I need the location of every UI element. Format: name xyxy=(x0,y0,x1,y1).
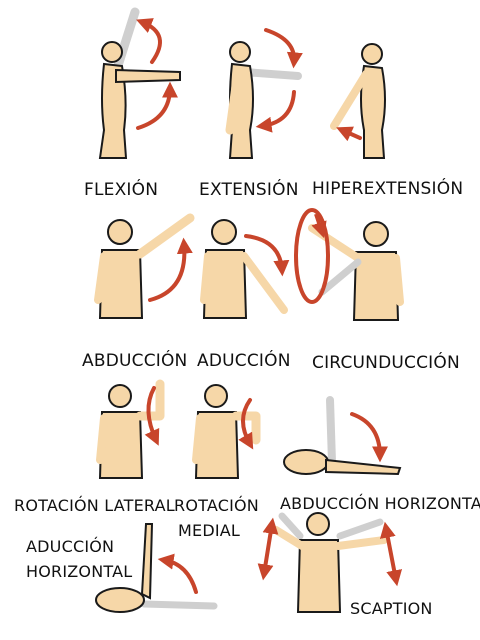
label-aduccion-horizontal-line1: ADUCCIÓN xyxy=(26,537,115,556)
label-extension: EXTENSIÓN xyxy=(199,180,299,200)
circunduccion-figure xyxy=(294,208,404,321)
label-hiperextension: HIPEREXTENSIÓN xyxy=(312,179,464,199)
abduccion-horizontal-figure xyxy=(283,396,402,476)
label-aduccion: ADUCCIÓN xyxy=(197,351,291,371)
label-abduccion: ABDUCCIÓN xyxy=(82,351,188,371)
label-aduccion-horizontal-line2: HORIZONTAL xyxy=(26,562,133,581)
extension-figure xyxy=(225,28,303,159)
label-rotacion-medial-line2: MEDIAL xyxy=(178,521,241,540)
label-rotacion-lateral: ROTACIÓN LATERAL xyxy=(14,496,175,515)
rotacion-medial-figure xyxy=(192,384,261,479)
abduccion-figure xyxy=(94,213,195,319)
label-flexion: FLEXIÓN xyxy=(84,180,159,200)
scaption-figure xyxy=(257,512,403,613)
label-rotacion-medial-line1: ROTACIÓN xyxy=(174,496,259,515)
label-abduccion-horizontal: ABDUCCIÓN HORIZONTAL xyxy=(280,494,480,513)
aduccion-figure xyxy=(200,219,290,319)
hiperextension-figure xyxy=(330,43,386,159)
label-circunduccion: CIRCUNDUCCIÓN xyxy=(312,353,460,373)
flexion-figure xyxy=(98,7,181,159)
label-scaption: SCAPTION xyxy=(350,599,433,618)
aduccion-horizontal-figure xyxy=(95,523,218,613)
rotacion-lateral-figure xyxy=(96,379,165,479)
